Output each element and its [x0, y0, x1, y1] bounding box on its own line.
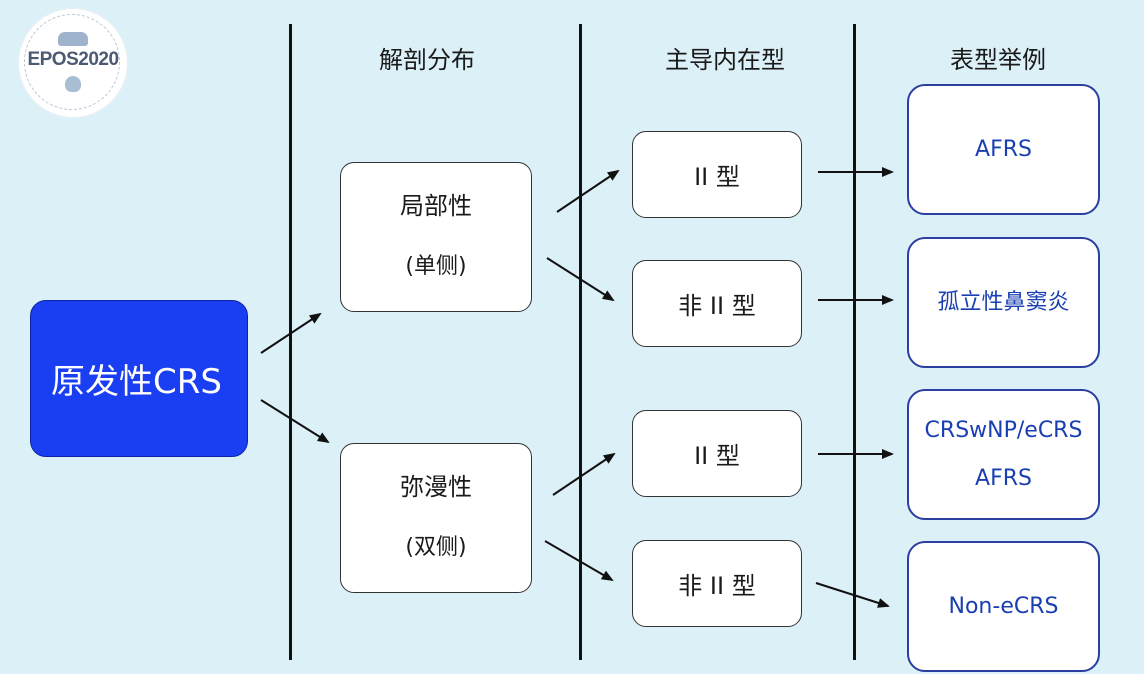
arrow: [544, 540, 614, 582]
anatomy-sub: (双侧): [405, 535, 467, 560]
endotype-box: II 型: [632, 410, 802, 497]
endotype-box: 非 II 型: [632, 260, 802, 347]
phenotype-box: 孤立性鼻窦炎: [907, 237, 1100, 368]
epos-logo: EPOS2020: [18, 8, 128, 118]
header-phenotype: 表型举例: [950, 46, 1046, 74]
header-anatomy: 解剖分布: [379, 46, 475, 74]
phenotype-label: CRSwNP/eCRS: [924, 417, 1083, 443]
anatomy-box-local: 局部性 (单侧): [340, 162, 532, 312]
phenotype-label: AFRS: [975, 136, 1032, 162]
divider-line: [579, 24, 582, 660]
endotype-label: 非 II 型: [678, 572, 756, 600]
primary-crs-label: 原发性CRS: [51, 362, 222, 402]
arrow: [815, 582, 890, 608]
header-endotype: 主导内在型: [665, 46, 785, 74]
endotype-label: 非 II 型: [678, 292, 756, 320]
phenotype-label: AFRS: [975, 465, 1032, 491]
divider-line: [289, 24, 292, 660]
endotype-box: 非 II 型: [632, 540, 802, 627]
logo-ring: [24, 14, 120, 110]
logo-lungs-icon: [58, 32, 88, 46]
endotype-box: II 型: [632, 131, 802, 218]
divider-line: [853, 24, 856, 660]
arrow: [552, 452, 616, 496]
phenotype-box: Non-eCRS: [907, 541, 1100, 672]
arrow: [546, 257, 615, 302]
anatomy-title: 局部性: [400, 192, 472, 220]
phenotype-box: CRSwNP/eCRS AFRS: [907, 389, 1100, 520]
logo-text: EPOS2020: [27, 49, 119, 70]
anatomy-sub: (单侧): [405, 254, 467, 279]
arrow: [556, 169, 620, 213]
arrow: [260, 399, 330, 444]
phenotype-box: AFRS: [907, 84, 1100, 215]
primary-crs-box: 原发性CRS: [30, 300, 248, 457]
phenotype-label: Non-eCRS: [948, 593, 1059, 619]
anatomy-title: 弥漫性: [400, 473, 472, 501]
anatomy-box-diffuse: 弥漫性 (双侧): [340, 443, 532, 593]
arrow: [260, 312, 322, 354]
logo-nose-icon: [65, 76, 81, 92]
phenotype-label: 孤立性鼻窦炎: [937, 289, 1070, 315]
endotype-label: II 型: [694, 442, 740, 470]
endotype-label: II 型: [694, 163, 740, 191]
